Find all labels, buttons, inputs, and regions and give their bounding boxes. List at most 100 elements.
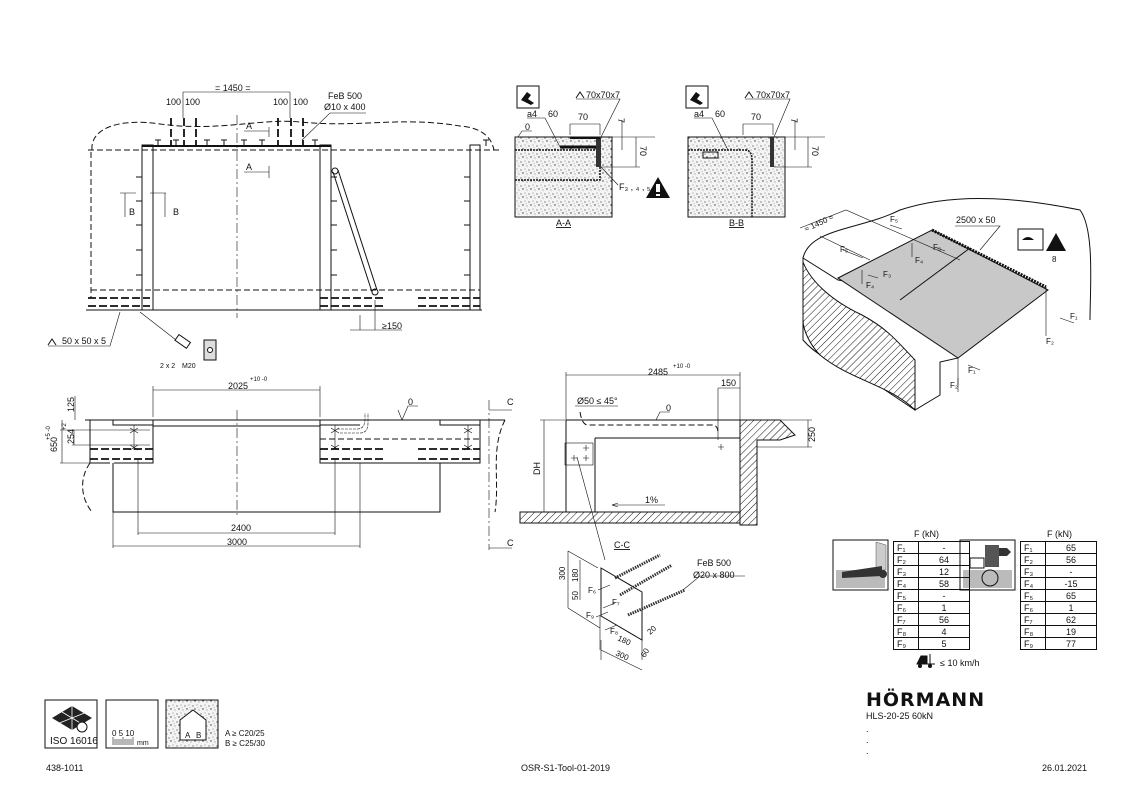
table-1-header: F (kN) [914, 529, 939, 539]
speed-limit: ≤ 10 km/h [940, 658, 980, 668]
model-name: HLS-20-25 60kN [866, 711, 934, 721]
section-title: C-C [614, 540, 630, 550]
force-value: 65 [1045, 541, 1097, 554]
force-value: - [918, 589, 970, 602]
dim-100: 100 [166, 97, 181, 107]
force-value: 12 [918, 565, 970, 578]
force-arrows [842, 224, 1075, 392]
dim-650: 650 [49, 437, 59, 452]
plan-view: = 1450 = 100 100 100 100 FeB 500 Ø10 x 4… [47, 83, 500, 370]
force-name: F₆ [1020, 601, 1046, 614]
drawing-number: 438-1011 [46, 763, 84, 773]
force-value: 64 [918, 553, 970, 566]
dim-250: 250 [807, 427, 817, 442]
section-c-marker: C [507, 397, 514, 407]
force-label: F₂ [950, 381, 958, 390]
table-row: F₄-15 [1020, 577, 1097, 590]
force-name: F₆ [893, 601, 919, 614]
force-value: 56 [1045, 553, 1097, 566]
force-label: F₇ [612, 598, 620, 607]
drawing-date: 26.01.2021 [1042, 763, 1088, 773]
force-value: - [918, 541, 970, 554]
tol-254: +2 [62, 422, 68, 430]
placeholder-dot: . [866, 724, 869, 734]
dock-height: DH [532, 462, 542, 475]
force-value: 65 [1045, 589, 1097, 602]
force-name: F₃ [1020, 565, 1046, 578]
dim-1450: = 1450 = [215, 83, 251, 93]
force-value: -15 [1045, 577, 1097, 590]
section-b-marker: B [173, 207, 179, 217]
surface-level: 0 [666, 403, 671, 413]
force-name: F₁ [1020, 541, 1046, 554]
force-name: F₃ [893, 565, 919, 578]
force-name: F₁ [893, 541, 919, 554]
force-value: 77 [1045, 637, 1097, 650]
tol-opening: +10 -0 [250, 377, 268, 383]
dim-width: 70 [751, 112, 761, 122]
plate-detail-c-c: C-C 300 180 50 20 180 300 60 F₆ F₇ F₉ F₈… [558, 456, 745, 671]
force-value: 4 [918, 625, 970, 638]
dim-width: 70 [578, 112, 588, 122]
section-title: A-A [556, 218, 571, 228]
concrete-zone-b: B [196, 731, 201, 740]
leveler-picto [832, 539, 889, 591]
scale-unit: mm [137, 740, 149, 747]
forces-label: F₃ , ₄ , ₅ [619, 182, 651, 192]
rebar-grade: FeB 500 [328, 91, 362, 101]
force-name: F₇ [1020, 613, 1046, 626]
surface-level: 0 [525, 122, 530, 132]
side-section: 2485 +10 -0 150 Ø50 ≤ 45° 0 250 DH 1% [519, 364, 817, 526]
section-a-marker: A [246, 121, 252, 131]
dim-150: 150 [721, 378, 736, 388]
note-number: 8 [1052, 255, 1057, 264]
surface-level: 0 [408, 397, 413, 407]
plate-dim: 60 [639, 646, 652, 659]
table-2-header: F (kN) [1047, 529, 1072, 539]
force-value: 58 [918, 577, 970, 590]
force-name: F₉ [1020, 637, 1046, 650]
table-row: F₁- [893, 541, 970, 554]
angle-profile-label: 50 x 50 x 5 [62, 336, 106, 346]
force-label: F₉ [586, 611, 594, 620]
force-label: F₅ [840, 245, 848, 254]
table-row: F₃- [1020, 565, 1097, 578]
bolt-count: 2 x 2 [160, 363, 175, 370]
force-label: F₃ [883, 270, 891, 279]
anchor-marks [136, 139, 489, 276]
force-label: F₂ [1046, 337, 1054, 346]
force-label: F₅ [890, 215, 898, 224]
rebar-grade: FeB 500 [697, 558, 731, 568]
scale-ticks: 0 5 10 [112, 729, 135, 738]
dim-100: 100 [273, 97, 288, 107]
dim-thickness: 7 [789, 118, 799, 123]
channel-size: 2500 x 50 [956, 215, 996, 225]
force-name: F₈ [893, 625, 919, 638]
rebar-size: Ø20 x 800 [693, 570, 735, 580]
force-value: 1 [918, 601, 970, 614]
weld-size: a4 [694, 109, 704, 119]
dim-100: 100 [185, 97, 200, 107]
force-value: 19 [1045, 625, 1097, 638]
section-a-marker: A [246, 162, 252, 172]
section-title: B-B [729, 218, 744, 228]
dim-thickness: 7 [616, 118, 626, 123]
force-value: 56 [918, 613, 970, 626]
force-value: 62 [1045, 613, 1097, 626]
dim-100: 100 [293, 97, 308, 107]
angle-profile: 70x70x7 [586, 90, 620, 100]
dim-254: 254 [66, 429, 76, 444]
